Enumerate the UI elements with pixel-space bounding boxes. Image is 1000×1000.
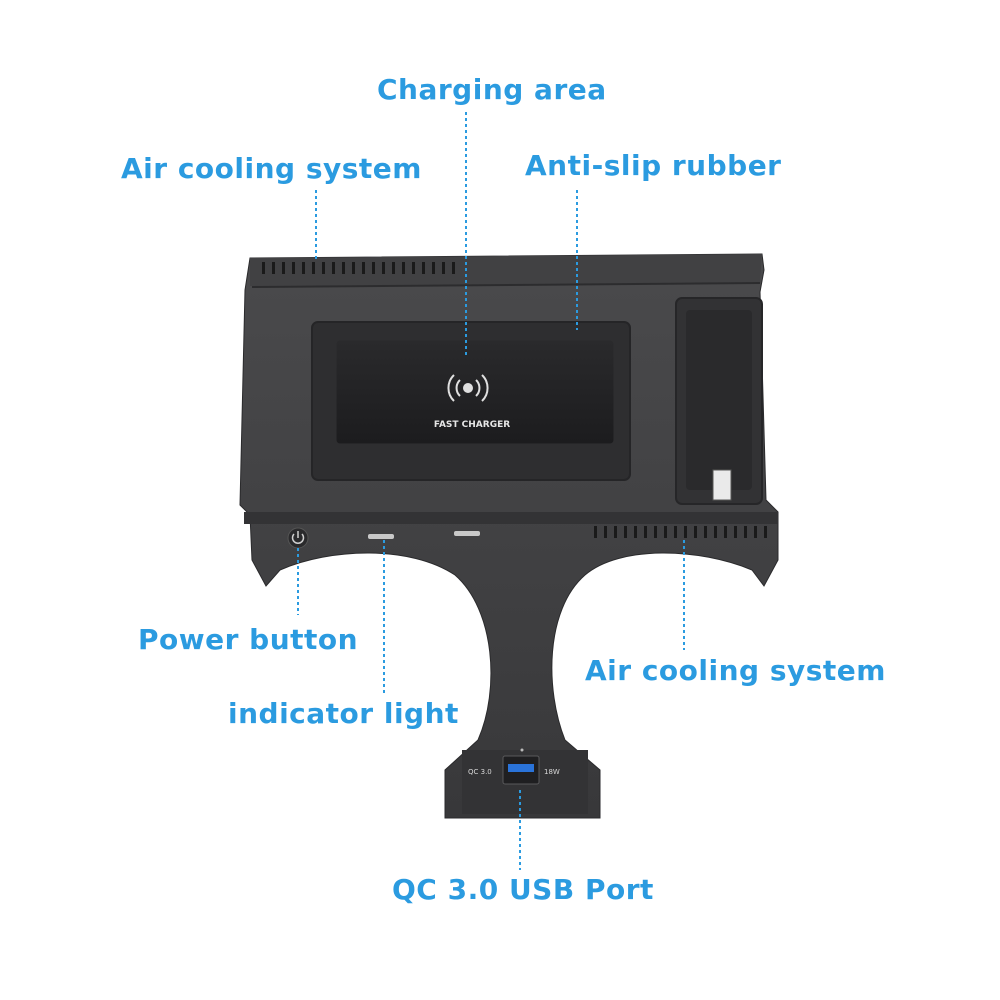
port-label-right: 18W [544,768,560,776]
front-edge [244,512,778,524]
front-vent [594,526,767,538]
port-label-left: QC 3.0 [468,768,492,776]
callout-anti-slip: Anti-slip rubber [525,149,782,182]
usb-led [520,748,524,752]
callout-charging-area: Charging area [377,73,607,106]
callout-air-cooling-top: Air cooling system [121,152,422,185]
usb-slot-port [712,469,732,501]
pad-label: FAST CHARGER [434,420,510,430]
indicator-light-2 [454,531,480,536]
wireless-charging-icon [447,374,489,402]
callout-indicator-light: indicator light [228,697,459,730]
callout-power-button: Power button [138,623,359,656]
charging-pad [335,339,615,445]
power-button [287,527,309,549]
callout-air-cooling-right: Air cooling system [585,654,886,687]
top-vent [262,262,455,274]
lip-edge [251,282,761,288]
callout-usb-port: QC 3.0 USB Port [392,873,654,906]
side-slot-inner [686,310,752,490]
usb-port-tongue [508,764,534,772]
top-lip [250,254,762,286]
indicator-light-1 [368,534,394,539]
